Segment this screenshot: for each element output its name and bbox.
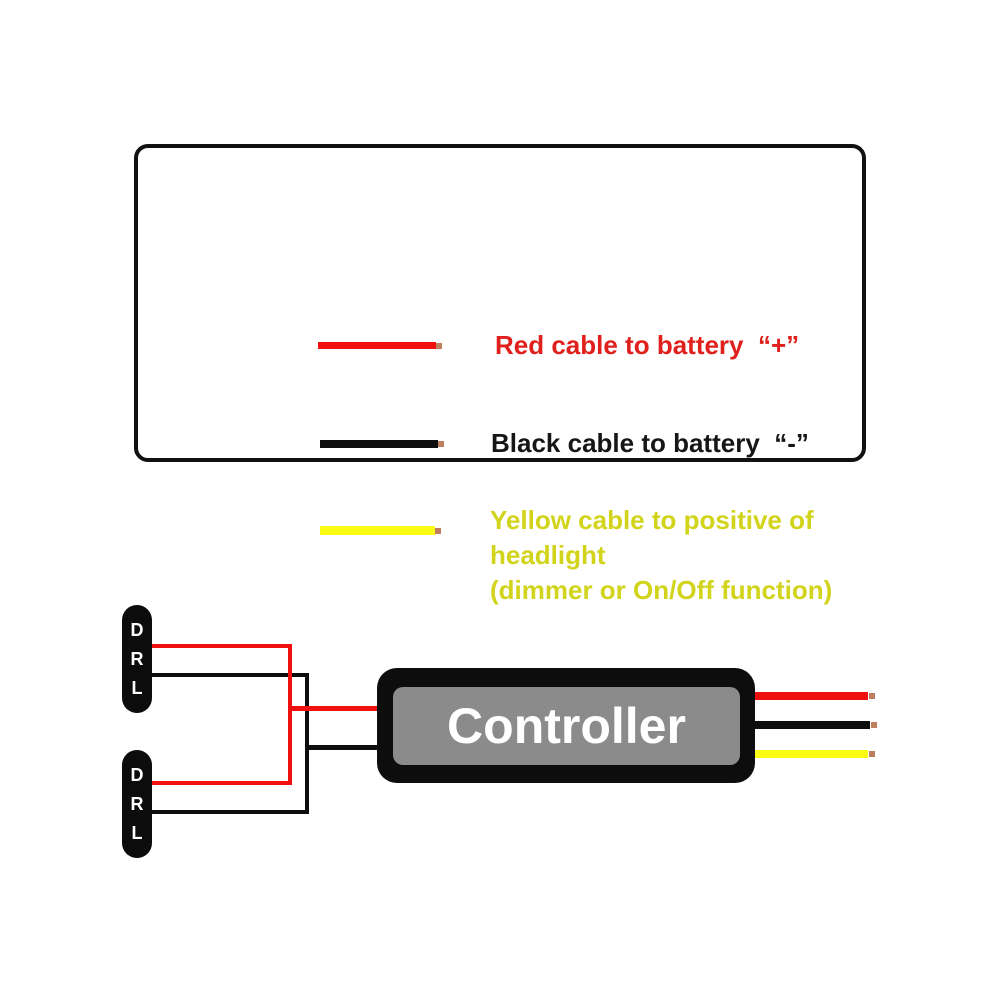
controller-label: Controller bbox=[447, 698, 686, 754]
drl-lamp-top: D R L bbox=[122, 605, 152, 713]
legend-label-red: Red cable to battery “+” bbox=[495, 330, 800, 360]
red-wire-swatch bbox=[318, 342, 442, 349]
legend-label-yellow: Yellow cable to positive of headlight (d… bbox=[490, 505, 833, 605]
black-wire-bottom-drl bbox=[152, 810, 309, 814]
red-wire-to-controller bbox=[288, 706, 377, 711]
red-cable-line bbox=[755, 692, 868, 700]
wire-tip bbox=[869, 751, 875, 757]
drl-letter: R bbox=[130, 793, 144, 814]
wire-tip bbox=[869, 693, 875, 699]
black-wire-to-controller bbox=[305, 745, 377, 750]
red-wire-bottom-drl bbox=[152, 781, 292, 785]
drl-letter: R bbox=[130, 648, 144, 669]
black-wire-line bbox=[320, 440, 438, 448]
yellow-wire-line bbox=[320, 526, 435, 535]
controller-label-plate: Controller bbox=[393, 687, 740, 765]
black-cable-line bbox=[755, 721, 870, 729]
drl-letter: D bbox=[130, 764, 144, 785]
red-wire-top-drl bbox=[152, 644, 292, 648]
output-cable-yellow bbox=[755, 750, 875, 758]
legend-label-black: Black cable to battery “-” bbox=[491, 428, 809, 458]
yellow-wire-swatch bbox=[320, 526, 441, 535]
yellow-cable-line bbox=[755, 750, 868, 758]
wire-tip bbox=[871, 722, 877, 728]
drl-letter: L bbox=[131, 677, 143, 698]
wire-tip bbox=[438, 441, 444, 447]
black-wire-top-drl bbox=[152, 673, 309, 677]
controller-box: Controller bbox=[377, 668, 755, 783]
legend-box: Red cable to battery “+” Black cable to … bbox=[134, 144, 866, 605]
wire-tip bbox=[436, 342, 442, 349]
black-wire-swatch bbox=[320, 440, 444, 448]
output-cable-black bbox=[755, 721, 877, 729]
drl-letter: D bbox=[130, 619, 144, 640]
wire-tip bbox=[435, 527, 441, 534]
drl-lamp-bottom: D R L bbox=[122, 750, 152, 858]
red-wire-line bbox=[318, 342, 436, 349]
output-cable-red bbox=[755, 692, 875, 700]
red-wire-vertical bbox=[288, 644, 292, 785]
black-wire-vertical bbox=[305, 673, 309, 814]
drl-letter: L bbox=[131, 822, 143, 843]
